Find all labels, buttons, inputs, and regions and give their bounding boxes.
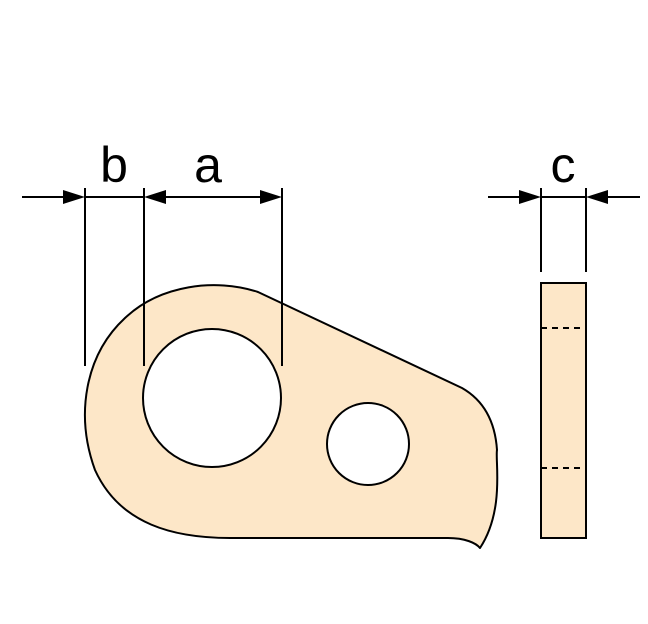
dimension-a-arrowhead-left bbox=[144, 190, 166, 204]
dimension-a-label: a bbox=[194, 137, 222, 193]
side-view-rect bbox=[540, 282, 587, 539]
dimension-c: c bbox=[488, 137, 640, 204]
dimension-a-arrowhead-right bbox=[260, 190, 282, 204]
dimension-c-arrowhead-right bbox=[586, 190, 608, 204]
extension-lines bbox=[84, 188, 587, 366]
small-hole bbox=[326, 402, 410, 486]
dimension-c-arrowhead-left bbox=[519, 190, 541, 204]
dimension-a: a bbox=[144, 137, 282, 204]
plate-side-view bbox=[540, 282, 587, 539]
dimension-b-arrowhead bbox=[63, 190, 85, 204]
dimension-c-label: c bbox=[551, 137, 576, 193]
dimension-b: b bbox=[22, 137, 144, 204]
plate-front-view bbox=[84, 284, 499, 549]
large-hole bbox=[142, 328, 282, 468]
dimension-b-label: b bbox=[100, 137, 128, 193]
